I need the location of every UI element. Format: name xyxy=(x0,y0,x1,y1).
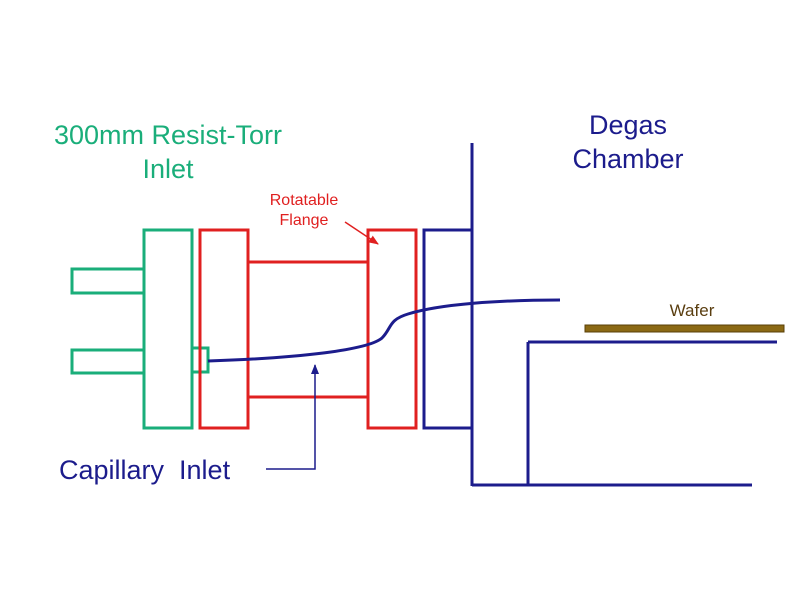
flange-callout-arrow xyxy=(344,221,379,245)
capillary-callout-arrow xyxy=(266,364,319,470)
degas-chamber xyxy=(207,143,777,487)
rotatable-flange-label-line1: Rotatable xyxy=(269,192,339,209)
rotatable-flange-label: Rotatable Flange xyxy=(246,191,362,231)
degas-chamber-title: Degas Chamber xyxy=(548,109,708,177)
inlet-lower-port xyxy=(70,348,146,375)
resist-torr-inlet xyxy=(70,228,210,430)
rotatable-flange-label-line2: Flange xyxy=(279,212,329,229)
degas-chamber-title-line2: Chamber xyxy=(572,143,684,174)
capillary-tube xyxy=(207,298,561,363)
chamber-flange xyxy=(422,228,474,430)
inlet-upper-port xyxy=(70,267,146,295)
resist-torr-inlet-title: 300mm Resist-Torr Inlet xyxy=(0,119,336,187)
resist-torr-inlet-title-line1: 300mm Resist-Torr xyxy=(53,120,283,150)
degas-chamber-title-line1: Degas xyxy=(588,110,668,140)
capillary-inlet-label: Capillary Inlet xyxy=(59,455,231,485)
rotatable-flange-assembly xyxy=(198,228,418,430)
inlet-body xyxy=(142,228,194,430)
rotatable-flange xyxy=(366,228,418,430)
resist-torr-inlet-title-line2: Inlet xyxy=(142,153,194,184)
left-flange xyxy=(198,228,250,430)
wafer xyxy=(584,324,785,333)
wafer-label: Wafer xyxy=(669,301,715,320)
